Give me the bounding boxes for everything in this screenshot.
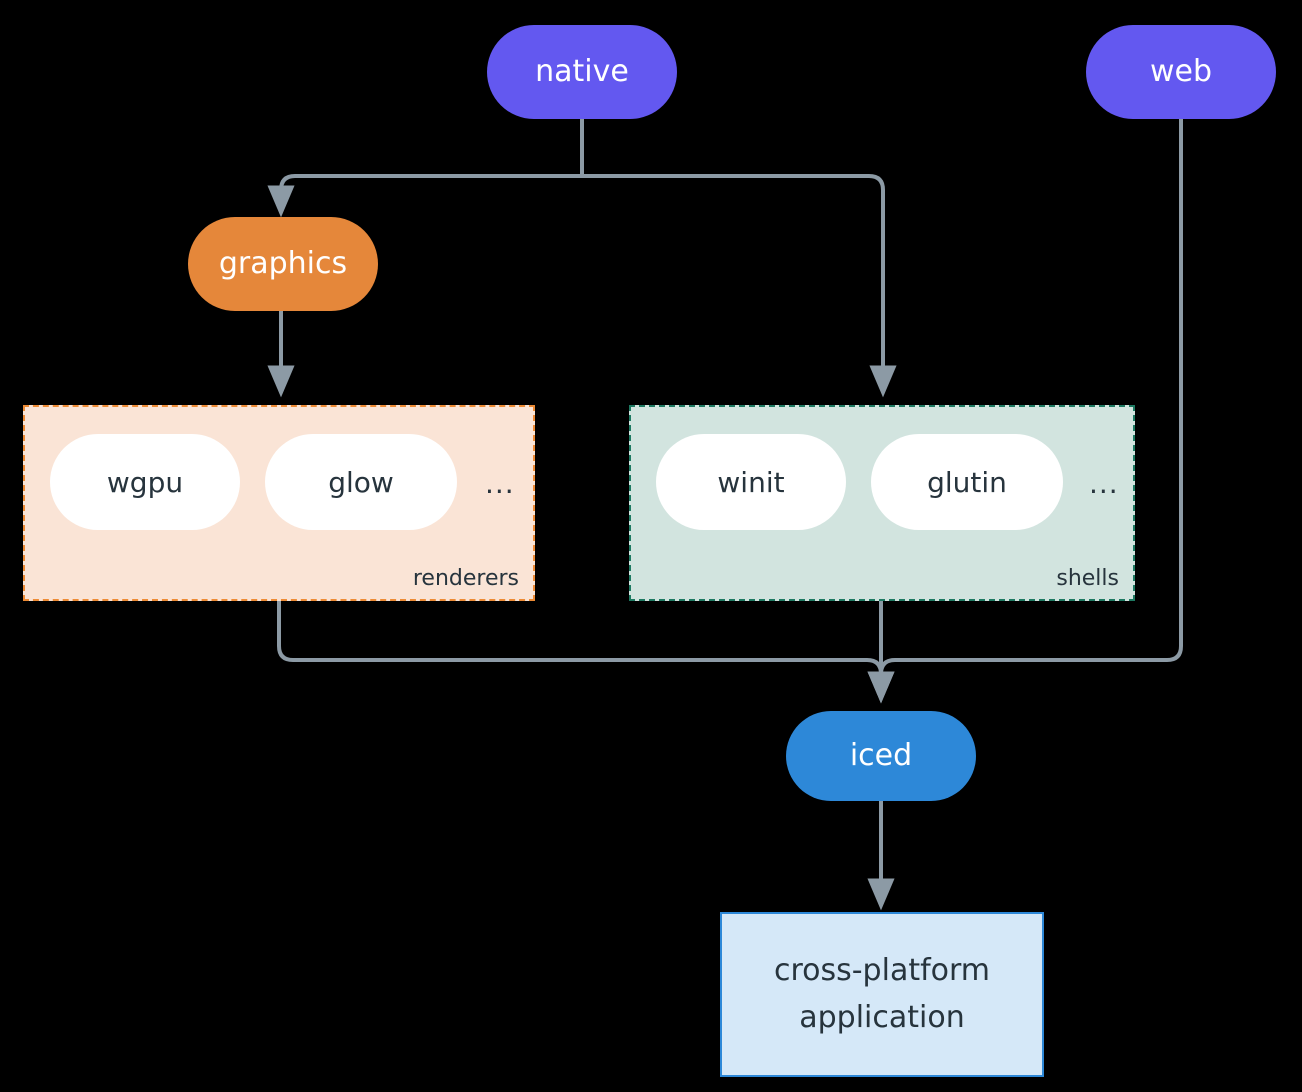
- node-iced[interactable]: iced: [786, 711, 976, 801]
- shells-overflow-ellipsis: ...: [1089, 467, 1119, 500]
- renderers-overflow-ellipsis: ...: [485, 467, 515, 500]
- cluster-renderers[interactable]: wgpu glow ... renderers: [23, 405, 535, 601]
- node-graphics-label: graphics: [218, 245, 348, 281]
- node-winit-label: winit: [717, 465, 785, 499]
- node-application-line2: application: [799, 999, 965, 1035]
- edge-renderers-to-iced: [277, 601, 895, 704]
- node-iced-label: iced: [849, 737, 913, 773]
- node-application-line1: cross-platform: [773, 953, 991, 988]
- node-cross-platform-application[interactable]: cross-platform application: [720, 912, 1044, 1077]
- node-web[interactable]: web: [1086, 25, 1276, 119]
- node-glutin-label: glutin: [927, 465, 1007, 499]
- node-graphics[interactable]: graphics: [188, 217, 378, 311]
- edge-native-to-graphics: [267, 174, 582, 218]
- node-web-label: web: [1149, 53, 1213, 89]
- node-wgpu[interactable]: wgpu: [50, 434, 240, 530]
- node-native[interactable]: native: [487, 25, 677, 119]
- cluster-shells[interactable]: winit glutin ... shells: [629, 405, 1135, 601]
- node-native-label: native: [535, 53, 629, 89]
- node-glow[interactable]: glow: [265, 434, 457, 530]
- cluster-renderers-label: renderers: [412, 566, 519, 591]
- node-glow-label: glow: [328, 465, 394, 499]
- node-wgpu-label: wgpu: [106, 465, 184, 499]
- node-glutin[interactable]: glutin: [871, 434, 1063, 530]
- cluster-shells-label: shells: [1056, 566, 1119, 591]
- edge-native-to-shells: [582, 174, 897, 398]
- node-winit[interactable]: winit: [656, 434, 846, 530]
